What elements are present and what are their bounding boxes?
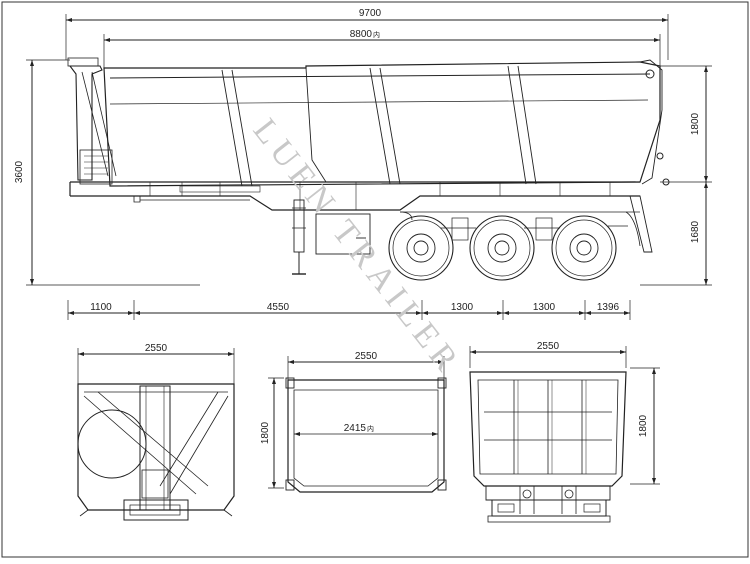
- dim-overall-length: 9700: [359, 8, 382, 19]
- dim-front-overhang: 1100: [90, 302, 112, 313]
- side-view: 9700 8800 内 3600 1800 1680: [14, 8, 712, 320]
- dim-axle-spacing-2: 1300: [533, 302, 556, 313]
- dim-section-inner-width: 2415: [344, 423, 367, 434]
- dim-body-height: 1800: [690, 112, 701, 135]
- dim-front-width: 2550: [145, 343, 168, 354]
- section-view: 2550 1800 2415 内: [260, 351, 447, 493]
- rear-view: 2550 1800: [469, 341, 660, 523]
- wheel-3: [551, 215, 617, 281]
- dim-rear-height: 1800: [638, 414, 649, 437]
- dim-rear-width: 2550: [537, 341, 560, 352]
- dim-section-width: 2550: [355, 351, 378, 362]
- dim-rear-overhang: 1396: [597, 302, 620, 313]
- wheel-2: [469, 215, 535, 281]
- dim-axle-spacing-1: 1300: [451, 302, 474, 313]
- dim-body-length: 8800: [350, 29, 373, 40]
- wheel-1: [388, 215, 454, 281]
- dim-frame-height: 1680: [690, 220, 701, 243]
- dim-kingpin-to-axle: 4550: [267, 302, 290, 313]
- dim-section-inner-suffix: 内: [367, 424, 374, 433]
- front-view: 2550: [77, 343, 235, 521]
- dim-body-length-suffix: 内: [373, 30, 380, 39]
- dim-overall-height: 3600: [14, 160, 25, 183]
- dim-section-height: 1800: [260, 421, 271, 444]
